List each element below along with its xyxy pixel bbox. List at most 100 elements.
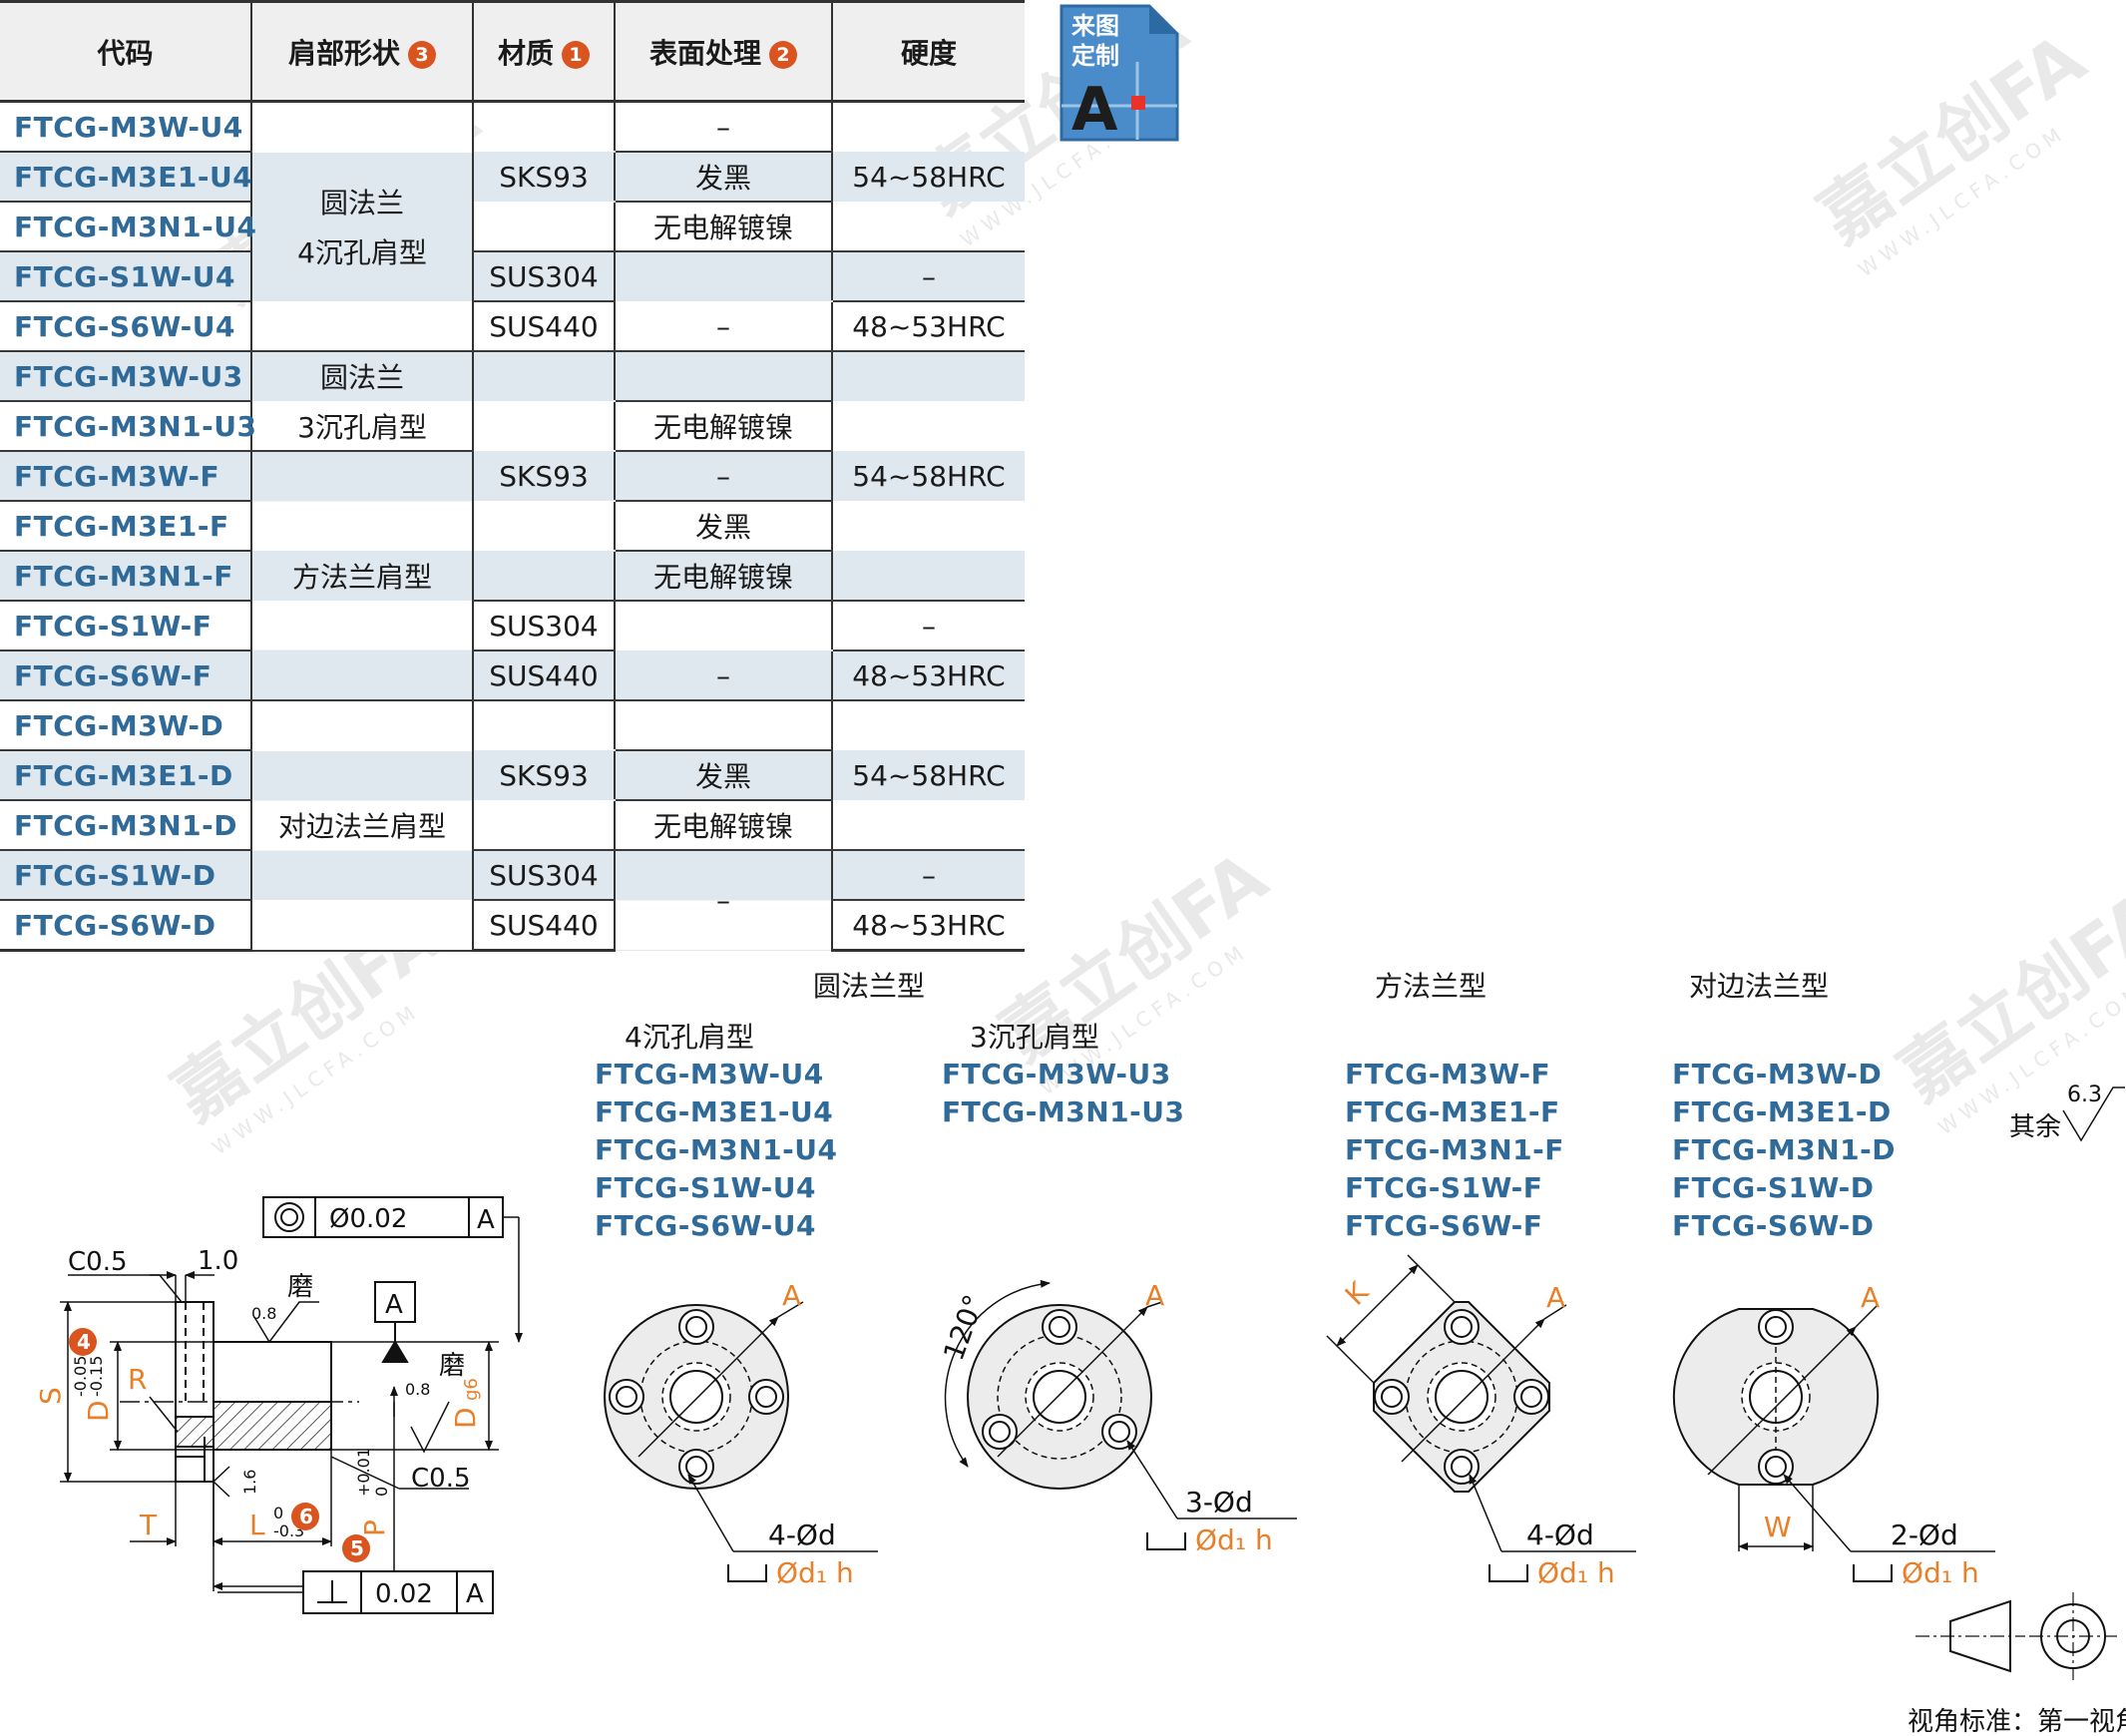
- label-p-tol: +0.01: [354, 1448, 373, 1497]
- code-cell: FTCG-M3E1-U4: [0, 152, 252, 203]
- round3-view: [944, 1279, 1297, 1550]
- hardness-cell: 54~58HRC: [831, 451, 1025, 501]
- label-holes: 2-Ød: [1891, 1519, 1958, 1551]
- label-c05-b: C0.5: [411, 1464, 471, 1494]
- material-cell: SUS440: [472, 900, 615, 952]
- roughness-symbol: [2062, 1086, 2125, 1142]
- label-holes: 4-Ød: [1526, 1519, 1594, 1551]
- material-cell: SKS93: [472, 750, 615, 800]
- label-d-tol: -0.15: [87, 1356, 106, 1397]
- code-item: FTCG-M3N1-F: [1345, 1133, 1564, 1166]
- code-cell: FTCG-M3W-F: [0, 451, 251, 502]
- label-t: T: [139, 1509, 158, 1541]
- note-badge: [69, 1328, 97, 1356]
- label-a: A: [1546, 1281, 1565, 1314]
- surface-cell: 发黑: [614, 501, 832, 552]
- label-holes: 4-Ød: [768, 1519, 836, 1551]
- hardness-cell: [831, 700, 1025, 750]
- surface-cell: 无电解镀镍: [614, 551, 832, 602]
- view-title-round: 圆法兰型: [813, 970, 926, 1003]
- label-cbore: Ød₁ h: [776, 1556, 854, 1589]
- label-l: L: [249, 1509, 265, 1541]
- label-conc-datum: A: [477, 1205, 495, 1235]
- material-cell: SKS93: [472, 451, 615, 501]
- side-section-view: [60, 1196, 523, 1614]
- hole-inner: [989, 1421, 1011, 1443]
- material-cell: SUS440: [472, 651, 615, 701]
- note-badge: [342, 1534, 370, 1562]
- double-view: [1672, 1304, 1995, 1582]
- roughness-symbol: [410, 1401, 450, 1454]
- label-dg6: D: [449, 1407, 482, 1429]
- code-list-double: FTCG-M3W-D FTCG-M3E1-D FTCG-M3N1-D FTCG-…: [1672, 1056, 1896, 1245]
- surface-cell: 无电解镀镍: [614, 401, 832, 452]
- code-item: FTCG-S1W-D: [1672, 1171, 1875, 1204]
- shape-cell: 方法兰肩型: [250, 451, 473, 701]
- label-r: R: [128, 1363, 147, 1396]
- roughness-symbol: [253, 1301, 319, 1344]
- hardness-cell: [831, 101, 1025, 152]
- code-item: FTCG-S6W-F: [1345, 1209, 1543, 1242]
- dim-k: [1336, 1264, 1419, 1347]
- note-badge: 2: [769, 40, 797, 69]
- code-item: FTCG-M3W-D: [1672, 1058, 1883, 1090]
- label-w: W: [1764, 1511, 1792, 1543]
- label-roughness: 1.6: [240, 1470, 259, 1495]
- dim-angle: [944, 1279, 1051, 1468]
- hole-inner: [1049, 1316, 1070, 1338]
- code-list-round4: FTCG-M3W-U4 FTCG-M3E1-U4 FTCG-M3N1-U4 FT…: [595, 1056, 837, 1245]
- code-cell: FTCG-M3W-D: [0, 700, 251, 751]
- code-item: FTCG-M3W-U3: [942, 1058, 1171, 1090]
- table-row: FTCG-M3N1-F 无电解镀镍: [0, 551, 1025, 602]
- material-cell: SKS93: [472, 152, 615, 202]
- badge-text: 定制: [1071, 42, 1119, 70]
- label-a: A: [1145, 1279, 1164, 1312]
- material-cell: [472, 551, 615, 602]
- ext-k: [1407, 1254, 1456, 1303]
- surface-cell: –: [614, 451, 832, 502]
- label-one: 1.0: [198, 1246, 238, 1276]
- hardness-cell: [831, 401, 1025, 451]
- dim-a: [777, 1301, 804, 1318]
- shape-text: 圆法兰: [319, 187, 404, 219]
- table-row: FTCG-M3W-D 对边法兰肩型: [0, 700, 1025, 952]
- note-badge-text: 5: [350, 1536, 364, 1560]
- code-item: FTCG-M3E1-D: [1672, 1095, 1892, 1128]
- header-hardness: 硬度: [831, 0, 1025, 103]
- label-cbore: Ød₁ h: [1537, 1556, 1615, 1589]
- hole-inner: [685, 1316, 707, 1338]
- roughness-label: 其余: [2009, 1112, 2061, 1142]
- table-row: FTCG-M3E1-U4 SKS93 发黑 54~58HRC: [0, 152, 1025, 203]
- code-item: FTCG-M3W-F: [1345, 1058, 1551, 1090]
- code-list-square: FTCG-M3W-F FTCG-M3E1-F FTCG-M3N1-F FTCG-…: [1345, 1056, 1564, 1245]
- cbore-symbol: [1488, 1564, 1528, 1582]
- material-cell: SUS304: [472, 850, 615, 901]
- code-cell: FTCG-M3E1-D: [0, 750, 251, 801]
- hole-inner: [1451, 1456, 1473, 1478]
- table-row: FTCG-S1W-D SUS304 – –: [0, 850, 1025, 951]
- bore: [1033, 1370, 1086, 1424]
- hardness-cell: [831, 800, 1025, 851]
- note-badge: [291, 1503, 319, 1530]
- label-cbore: Ød₁ h: [1195, 1523, 1273, 1556]
- hardness-cell: [831, 551, 1025, 602]
- label-perp-value: 0.02: [375, 1579, 433, 1609]
- hole-inner: [1381, 1386, 1403, 1408]
- hardness-cell: 54~58HRC: [831, 750, 1025, 800]
- table-row: FTCG-M3E1-F 发黑: [0, 501, 1025, 552]
- view-sub-round3: 3沉孔肩型: [970, 1021, 1099, 1054]
- projection-label: 视角标准：第一视角: [1908, 1707, 2126, 1736]
- section-hatch: [175, 1416, 214, 1448]
- roughness-note: 6.3 其余: [2009, 1083, 2125, 1142]
- bore: [669, 1370, 723, 1424]
- view-title-double: 对边法兰型: [1689, 970, 1830, 1003]
- shape-text: 圆法兰: [319, 361, 404, 394]
- dim-a: [997, 1306, 1148, 1458]
- hole-inner: [1451, 1316, 1473, 1338]
- table-row: FTCG-M3E1-D SKS93 发黑 54~58HRC: [0, 750, 1025, 801]
